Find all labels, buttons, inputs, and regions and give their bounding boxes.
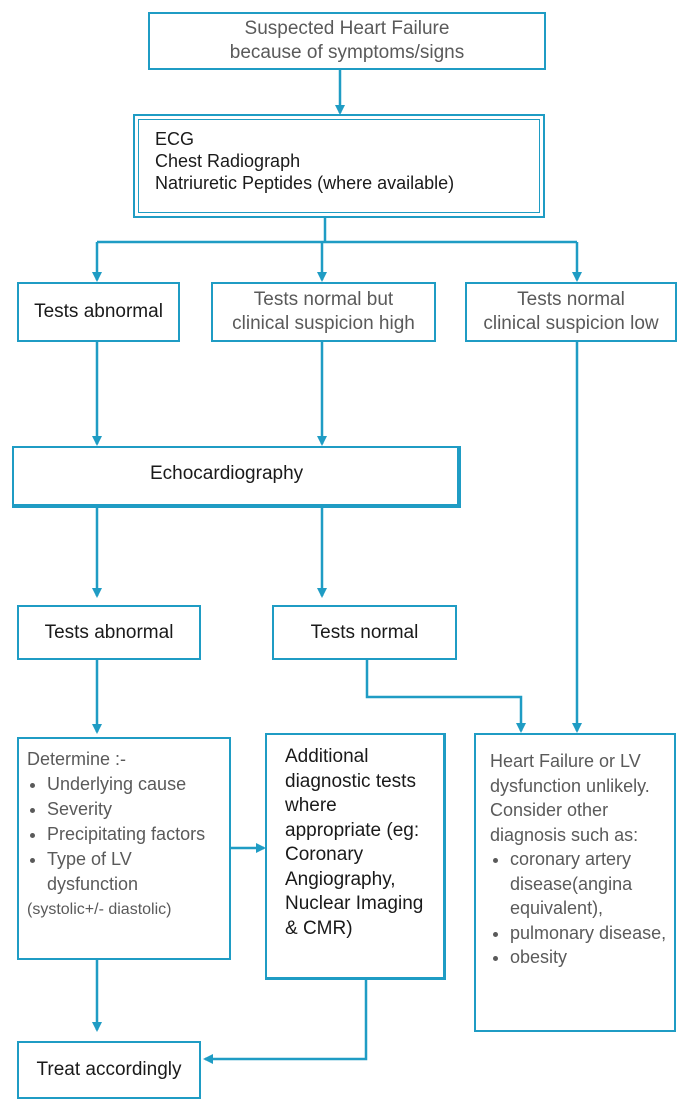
tests-normal-high-box: Tests normal but clinical suspicion high [211,282,436,342]
tests-abnormal-box: Tests abnormal [17,282,180,342]
tests-normal-low-line-2: clinical suspicion low [483,313,659,334]
tests-normal-low-line-1: Tests normal [517,289,625,310]
tests-normal-low-box: Tests normal clinical suspicion low [465,282,677,342]
determine-heading: Determine :- [27,749,127,769]
unlikely-list: coronary artery disease(angina equivalen… [490,847,668,970]
start-line-2: because of symptoms/signs [229,42,465,63]
treat-accordingly-label: Treat accordingly [36,1059,182,1080]
unlikely-item-coronary-artery-disease: coronary artery disease(angina equivalen… [510,847,668,921]
treat-accordingly-box: Treat accordingly [17,1041,201,1099]
echo-tests-normal-box: Tests normal [272,605,457,660]
determine-list: Underlying cause Severity Precipitating … [27,772,223,897]
unlikely-item-obesity: obesity [510,945,668,970]
echo-tests-abnormal-box: Tests abnormal [17,605,201,660]
determine-item-underlying-cause: Underlying cause [47,772,223,797]
unlikely-item-pulmonary-disease: pulmonary disease, [510,921,668,946]
additional-tests-box: Additional diagnostic tests where approp… [265,733,446,980]
determine-note: (systolic+/- diastolic) [27,901,172,918]
start-line-1: Suspected Heart Failure [244,18,450,39]
arrow-normal-to-unlikely [365,660,526,733]
additional-tests-text: Additional diagnostic tests where approp… [285,746,424,939]
echocardiography-label: Echocardiography [150,463,304,484]
tests-normal-high-line-1: Tests normal but [253,289,394,310]
determine-item-severity: Severity [47,797,223,822]
unlikely-line-2: Consider other diagnosis such as: [490,800,639,845]
initial-test-natriuretic-peptides: Natriuretic Peptides (where available) [155,173,455,193]
echocardiography-box: Echocardiography [12,446,461,508]
unlikely-line-1: Heart Failure or LV dysfunction unlikely… [490,751,650,796]
tests-normal-high-line-2: clinical suspicion high [232,313,415,334]
determine-item-precipitating-factors: Precipitating factors [47,822,223,847]
initial-test-ecg: ECG [155,129,195,149]
arrow-additional-to-treat [203,980,368,1064]
initial-test-chest-radiograph: Chest Radiograph [155,151,301,171]
initial-tests-box: ECG Chest Radiograph Natriuretic Peptide… [133,114,545,218]
unlikely-box: Heart Failure or LV dysfunction unlikely… [474,733,676,1032]
tests-abnormal-label: Tests abnormal [34,301,163,322]
echo-tests-abnormal-label: Tests abnormal [44,621,174,643]
start-box: Suspected Heart Failure because of sympt… [148,12,546,70]
determine-box: Determine :- Underlying cause Severity P… [17,737,231,960]
determine-item-lv-dysfunction: Type of LV dysfunction [47,847,223,897]
echo-tests-normal-label: Tests normal [310,621,419,643]
